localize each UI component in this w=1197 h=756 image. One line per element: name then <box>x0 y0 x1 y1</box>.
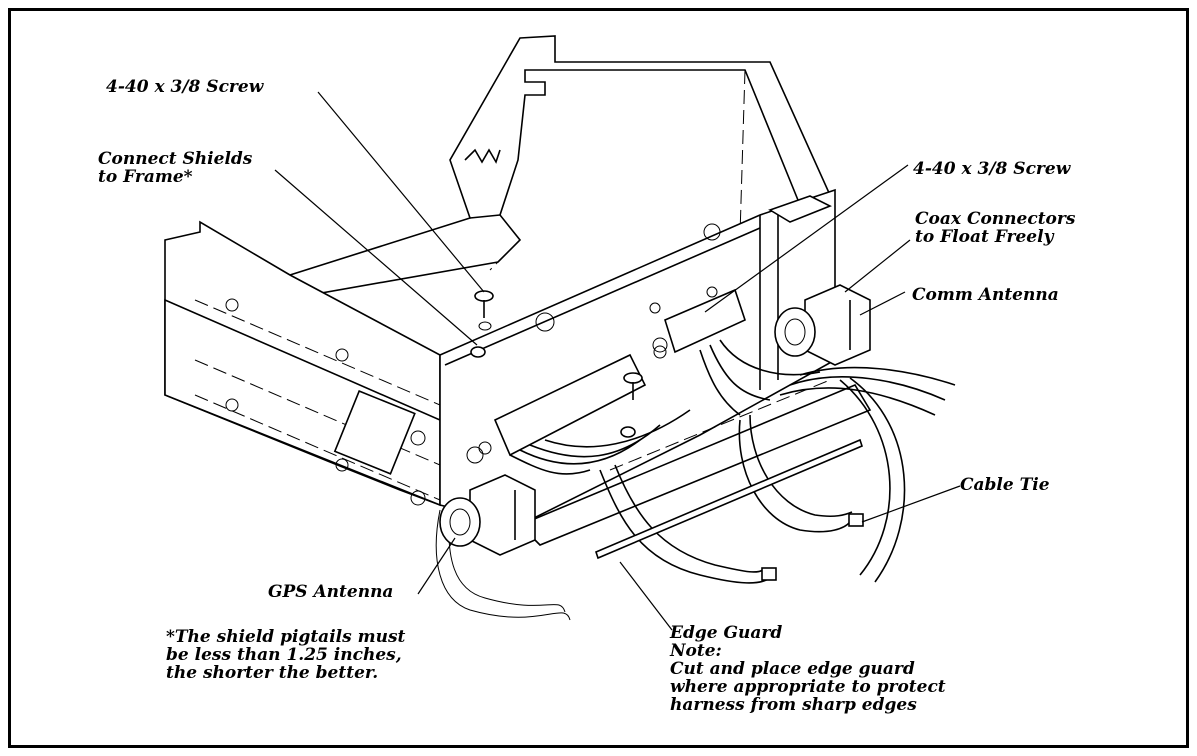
label-coax-line2: to Float Freely <box>915 227 1054 247</box>
label-coax-connectors: Coax Connectors to Float Freely <box>915 210 1075 246</box>
note-line1: Cut and place edge guard <box>670 659 915 679</box>
footnote-line2: be less than 1.25 inches, <box>166 645 402 665</box>
wire-harness <box>435 339 956 621</box>
edge-guard <box>595 438 863 560</box>
label-edge-guard: Edge Guard <box>670 623 783 643</box>
leader-lines <box>274 91 961 631</box>
note-line2: where appropriate to protect <box>670 677 946 697</box>
label-screw-top: 4-40 x 3/8 Screw <box>106 77 264 97</box>
screws <box>470 290 643 438</box>
footnote: *The shield pigtails must be less than 1… <box>166 628 405 682</box>
db-connectors <box>466 288 746 464</box>
coax-connectors <box>439 284 871 556</box>
label-connect-shields: Connect Shields to Frame* <box>98 150 252 186</box>
label-connect-shields-line2: to Frame* <box>98 167 193 187</box>
footnote-line1: *The shield pigtails must <box>166 627 406 647</box>
label-gps-antenna: GPS Antenna <box>268 582 394 602</box>
footnote-line3: the shorter the better. <box>166 663 379 683</box>
note-line3: harness from sharp edges <box>670 695 917 715</box>
label-comm-antenna: Comm Antenna <box>912 285 1059 305</box>
label-connect-shields-line1: Connect Shields <box>98 149 253 169</box>
note-heading: Note: <box>670 641 722 661</box>
label-screw-right: 4-40 x 3/8 Screw <box>913 159 1071 179</box>
label-coax-line1: Coax Connectors <box>915 209 1076 229</box>
edge-guard-note: Edge Guard Note: Cut and place edge guar… <box>670 624 946 714</box>
label-cable-tie: Cable Tie <box>960 475 1050 495</box>
cable-ties <box>761 513 864 581</box>
